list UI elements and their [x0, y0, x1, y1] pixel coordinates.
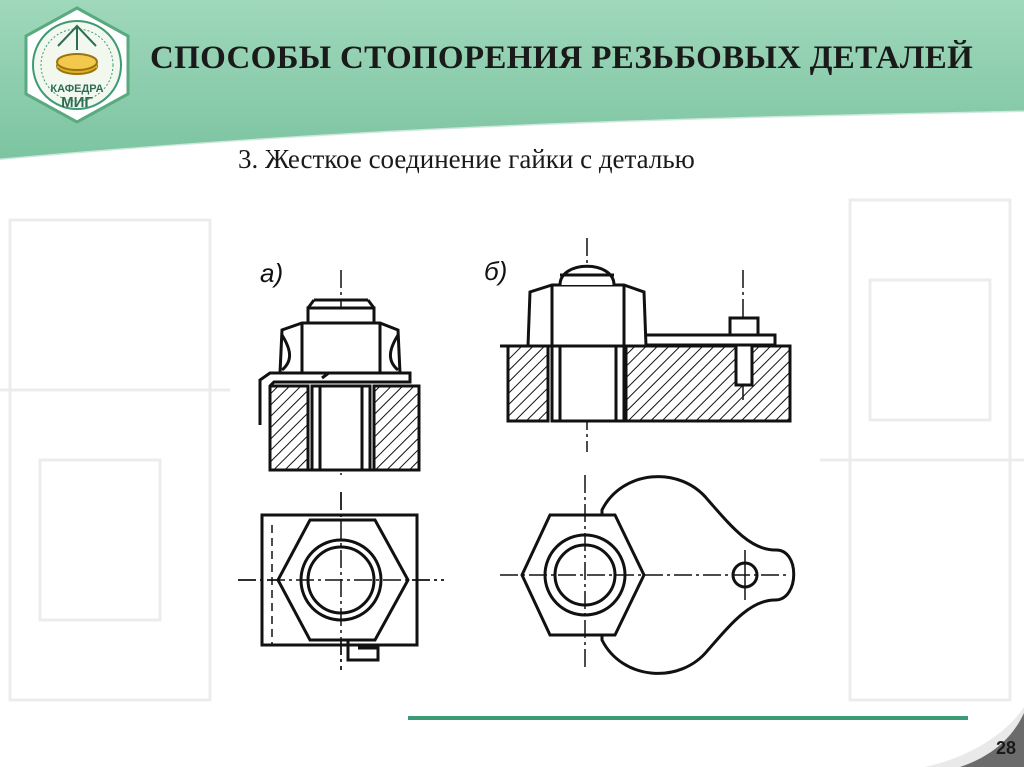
logo-text-line1: КАФЕДРА: [50, 83, 103, 95]
background-decoration: [0, 198, 1024, 702]
slide-subtitle: 3. Жесткое соединение гайки с деталью: [238, 144, 695, 174]
technical-drawing: а): [238, 238, 796, 675]
footer-corner-decoration: [924, 707, 1024, 767]
figure-a-section: а): [258, 258, 421, 475]
figure-a-label: а): [260, 258, 283, 288]
figure-b-label: б): [484, 256, 507, 286]
logo-text-line2: МИГ: [61, 94, 93, 111]
header-band: [0, 0, 1024, 160]
figure-b-section: б): [484, 238, 792, 452]
slide-title: СПОСОБЫ СТОПОРЕНИЯ РЕЗЬБОВЫХ ДЕТАЛЕЙ: [150, 40, 974, 76]
footer-accent-line: [408, 716, 968, 720]
figure-a-plan: [238, 492, 444, 670]
department-logo: КАФЕДРА МИГ: [24, 6, 130, 124]
page-number: 28: [995, 738, 1016, 758]
figure-b-plan: [500, 475, 796, 675]
